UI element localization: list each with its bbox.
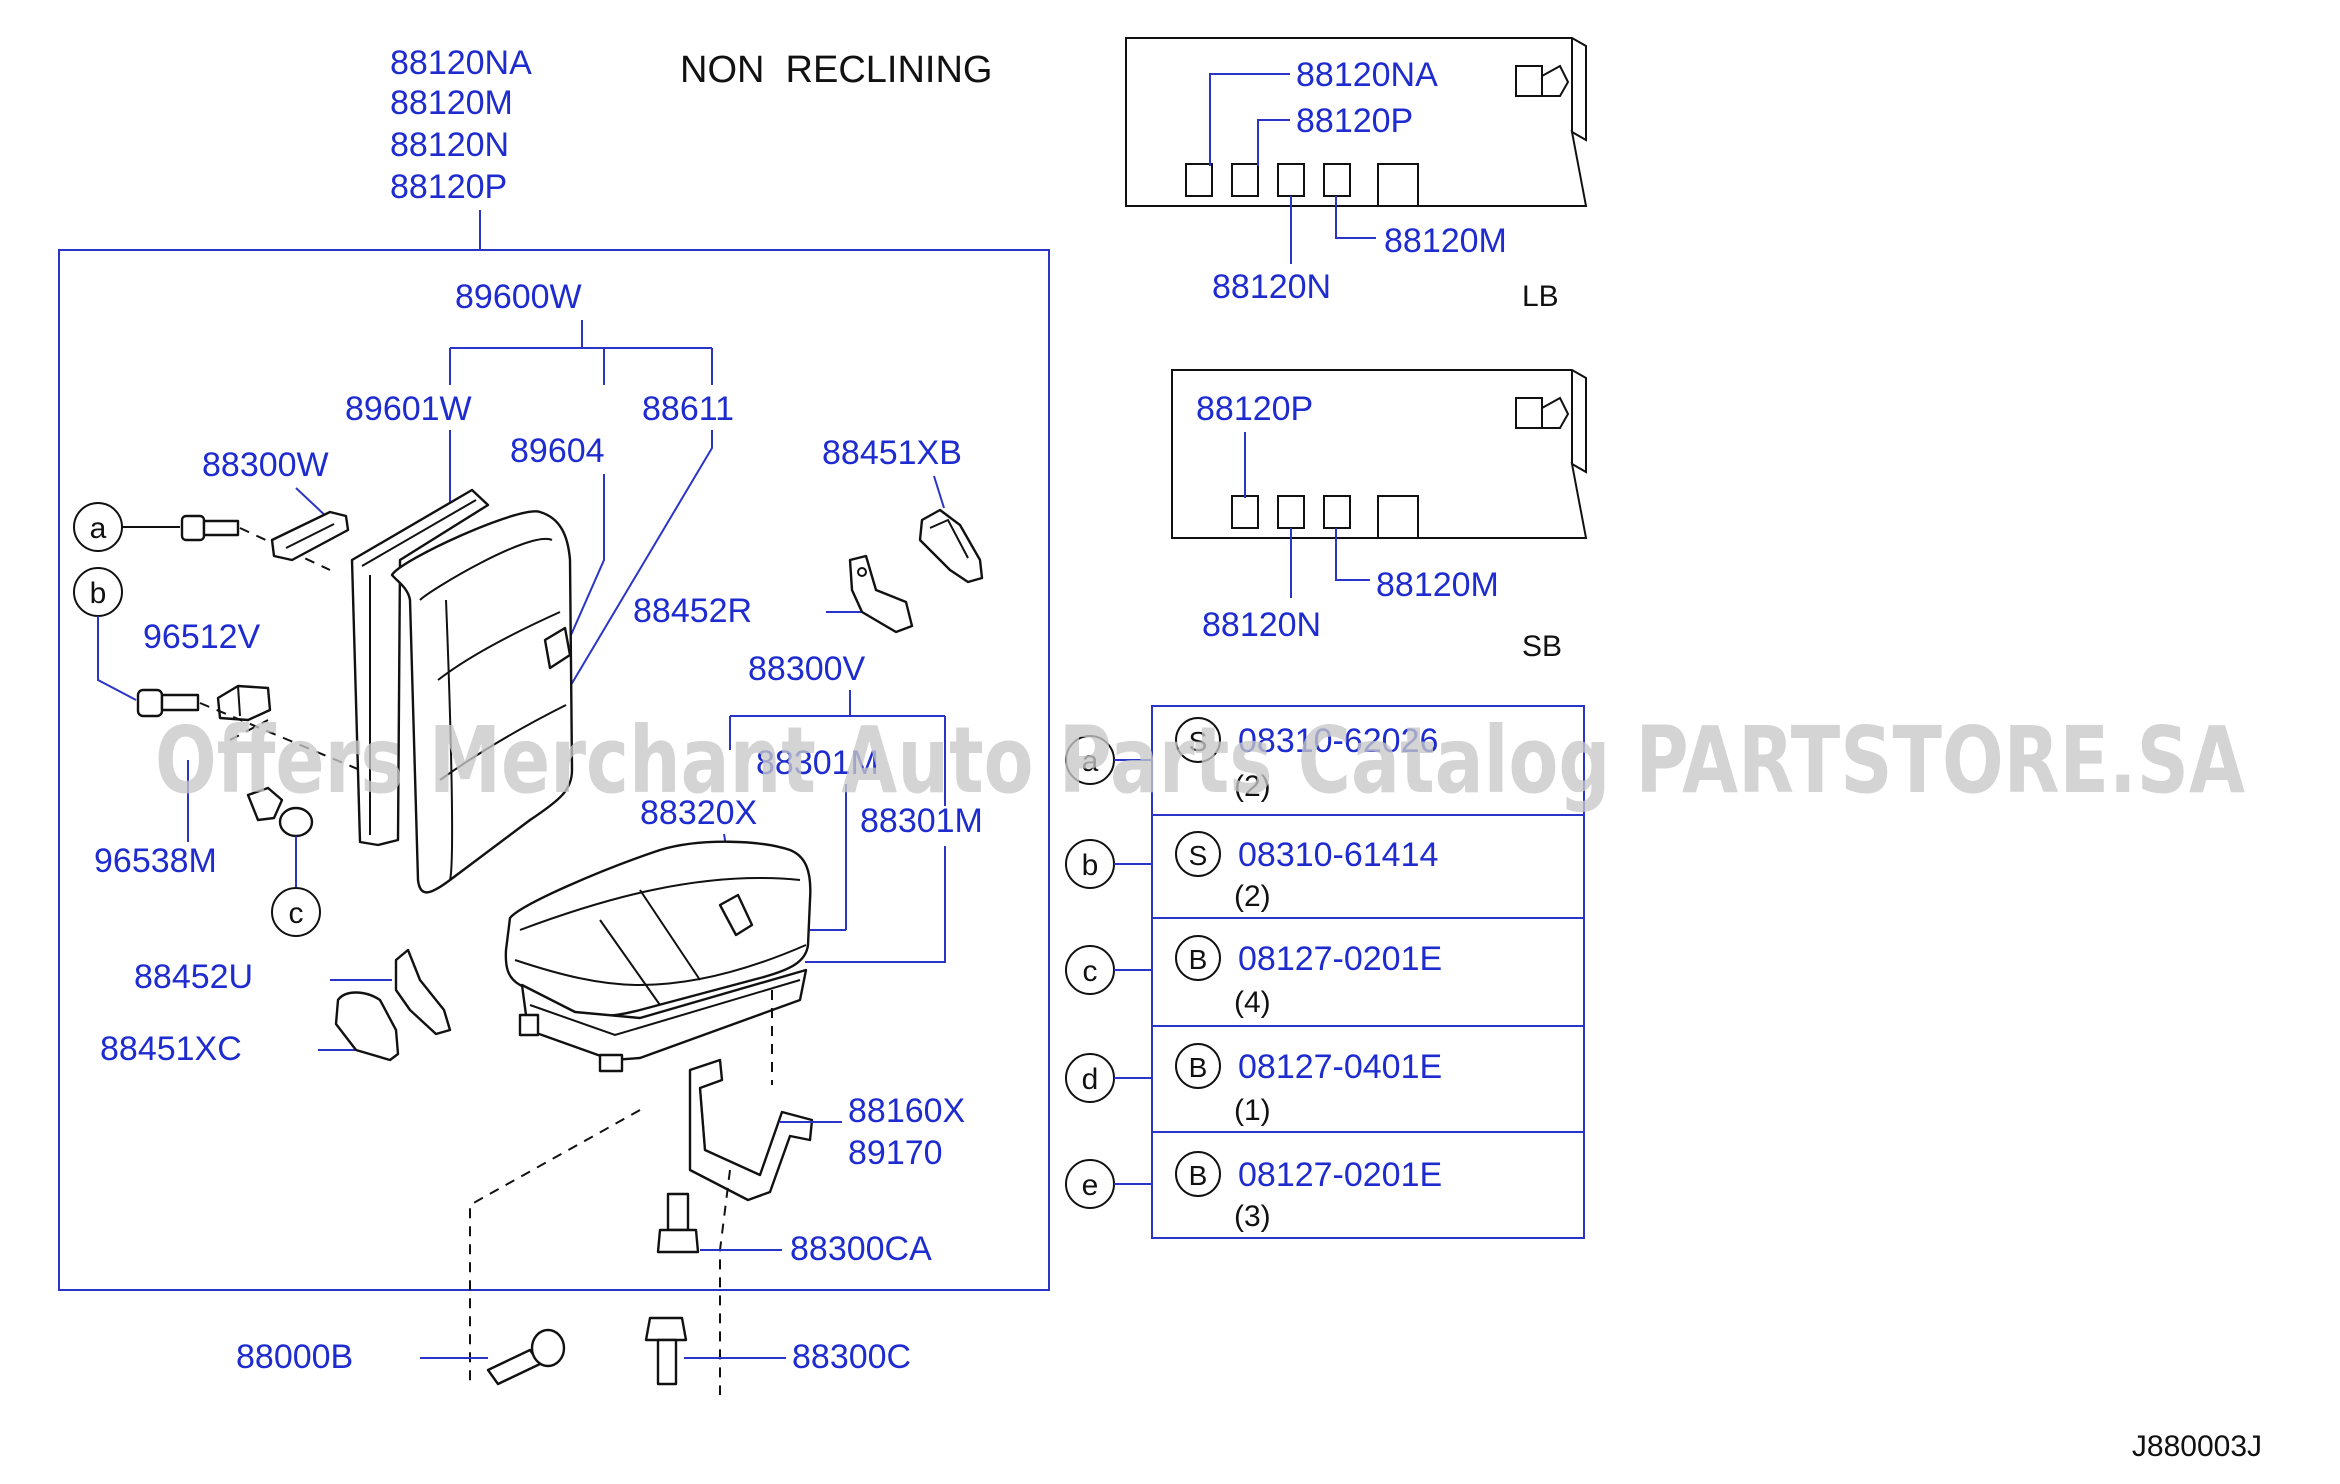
row-qty: (1): [1234, 1094, 1271, 1127]
screw-b: [136, 688, 200, 718]
bolt-a: [180, 514, 240, 542]
row-type: B: [1189, 1160, 1208, 1191]
row-key: b: [1082, 849, 1099, 882]
label-89604[interactable]: 89604: [510, 432, 605, 470]
top-label-88120M[interactable]: 88120M: [390, 84, 513, 122]
label-88301M[interactable]: 88301M: [860, 802, 983, 840]
clip-96512V: [216, 684, 272, 722]
label-88160X[interactable]: 88160X: [848, 1092, 965, 1130]
sb-panel: 88120P 88120M 88120N SB: [1171, 369, 1588, 663]
callout-a-letter: a: [90, 512, 107, 545]
label-88451XC[interactable]: 88451XC: [100, 1030, 242, 1068]
diagram-title: NON RECLINING: [680, 49, 992, 91]
row-qty: (3): [1234, 1200, 1271, 1233]
lb-label-88120P[interactable]: 88120P: [1296, 102, 1413, 140]
bolt-88300C: [644, 1316, 688, 1386]
top-label-88120P[interactable]: 88120P: [390, 168, 507, 206]
top-label-88120N[interactable]: 88120N: [390, 126, 509, 164]
table-row[interactable]: a S 08310-62026 (2): [1065, 717, 1438, 803]
label-88300W[interactable]: 88300W: [202, 446, 329, 484]
row-type: B: [1189, 944, 1208, 975]
bracket-88452U: [394, 948, 452, 1036]
row-part[interactable]: 08310-61414: [1238, 836, 1438, 874]
row-key: a: [1082, 745, 1099, 778]
row-key: d: [1082, 1063, 1099, 1096]
lb-label-88120N[interactable]: 88120N: [1212, 268, 1331, 306]
row-part[interactable]: 08127-0201E: [1238, 1156, 1442, 1194]
label-88452U[interactable]: 88452U: [134, 958, 253, 996]
seat-back-frame: [350, 488, 490, 847]
label-88000B[interactable]: 88000B: [236, 1338, 353, 1376]
row-part[interactable]: 08127-0401E: [1238, 1048, 1442, 1086]
label-88300C[interactable]: 88300C: [792, 1338, 911, 1376]
row-qty: (2): [1234, 770, 1271, 803]
label-89600W[interactable]: 89600W: [455, 278, 582, 316]
bracket-88300W: [270, 510, 350, 562]
table-row[interactable]: b S 08310-61414 (2): [1065, 831, 1438, 913]
callout-c-letter: c: [289, 897, 304, 930]
seat-back-cushion: [390, 510, 574, 894]
label-88611[interactable]: 88611: [642, 390, 734, 428]
row-part[interactable]: 08127-0201E: [1238, 940, 1442, 978]
row-type: S: [1189, 726, 1208, 757]
table-row[interactable]: c B 08127-0201E (4): [1065, 935, 1442, 1019]
lb-panel: 88120NA 88120P 88120M 88120N LB: [1125, 37, 1588, 313]
backrest-bracket: 89600W: [449, 278, 713, 385]
label-88451XB[interactable]: 88451XB: [822, 434, 962, 472]
lb-label-88120NA[interactable]: 88120NA: [1296, 56, 1438, 94]
label-88300CA[interactable]: 88300CA: [790, 1230, 932, 1268]
strap-88160X: [688, 1058, 814, 1202]
label-89601W[interactable]: 89601W: [345, 390, 472, 428]
row-type: S: [1189, 840, 1208, 871]
sb-tag: SB: [1522, 630, 1562, 663]
row-qty: (4): [1234, 986, 1271, 1019]
main-assembly-frame: [58, 249, 1050, 1291]
row-qty: (2): [1234, 880, 1271, 913]
table-row[interactable]: e B 08127-0201E (3): [1065, 1151, 1442, 1233]
lb-tag: LB: [1522, 280, 1559, 313]
callout-b-letter: b: [90, 577, 107, 610]
cover-88451XB: [918, 508, 984, 584]
callout-c-circle[interactable]: [271, 887, 321, 937]
seat-frame: [518, 968, 808, 1073]
bracket-88452R: [848, 554, 914, 634]
label-88320X[interactable]: 88320X: [640, 794, 757, 832]
sb-label-88120P[interactable]: 88120P: [1196, 390, 1313, 428]
row-key: c: [1083, 955, 1098, 988]
bolt-88000B: [486, 1328, 566, 1386]
watermark-text: Offers Merchant Auto Parts Catalog PARTS…: [155, 707, 2245, 814]
label-88452R[interactable]: 88452R: [633, 592, 752, 630]
label-88300V[interactable]: 88300V: [748, 650, 866, 688]
cover-88451XC: [334, 991, 400, 1062]
clip-96538M: [246, 786, 314, 838]
top-label-88120NA[interactable]: 88120NA: [390, 44, 532, 82]
bolt-88300CA: [656, 1192, 700, 1254]
label-88301M-hidden[interactable]: 88301M: [756, 744, 879, 782]
top-label-group: 88120NA 88120M 88120N 88120P: [390, 44, 532, 250]
diagram-code: J880003J: [2132, 1430, 2262, 1463]
label-96512V[interactable]: 96512V: [143, 618, 261, 656]
lb-label-88120M[interactable]: 88120M: [1384, 222, 1507, 260]
label-89170[interactable]: 89170: [848, 1134, 943, 1172]
row-part[interactable]: 08310-62026: [1238, 722, 1438, 760]
sb-label-88120M[interactable]: 88120M: [1376, 566, 1499, 604]
label-96538M[interactable]: 96538M: [94, 842, 217, 880]
row-type: B: [1189, 1052, 1208, 1083]
fastener-table: a S 08310-62026 (2) b S 08310-61414 (2) …: [1065, 705, 1585, 1239]
sb-label-88120N[interactable]: 88120N: [1202, 606, 1321, 644]
row-key: e: [1082, 1169, 1099, 1202]
table-row[interactable]: d B 08127-0401E (1): [1065, 1043, 1442, 1127]
